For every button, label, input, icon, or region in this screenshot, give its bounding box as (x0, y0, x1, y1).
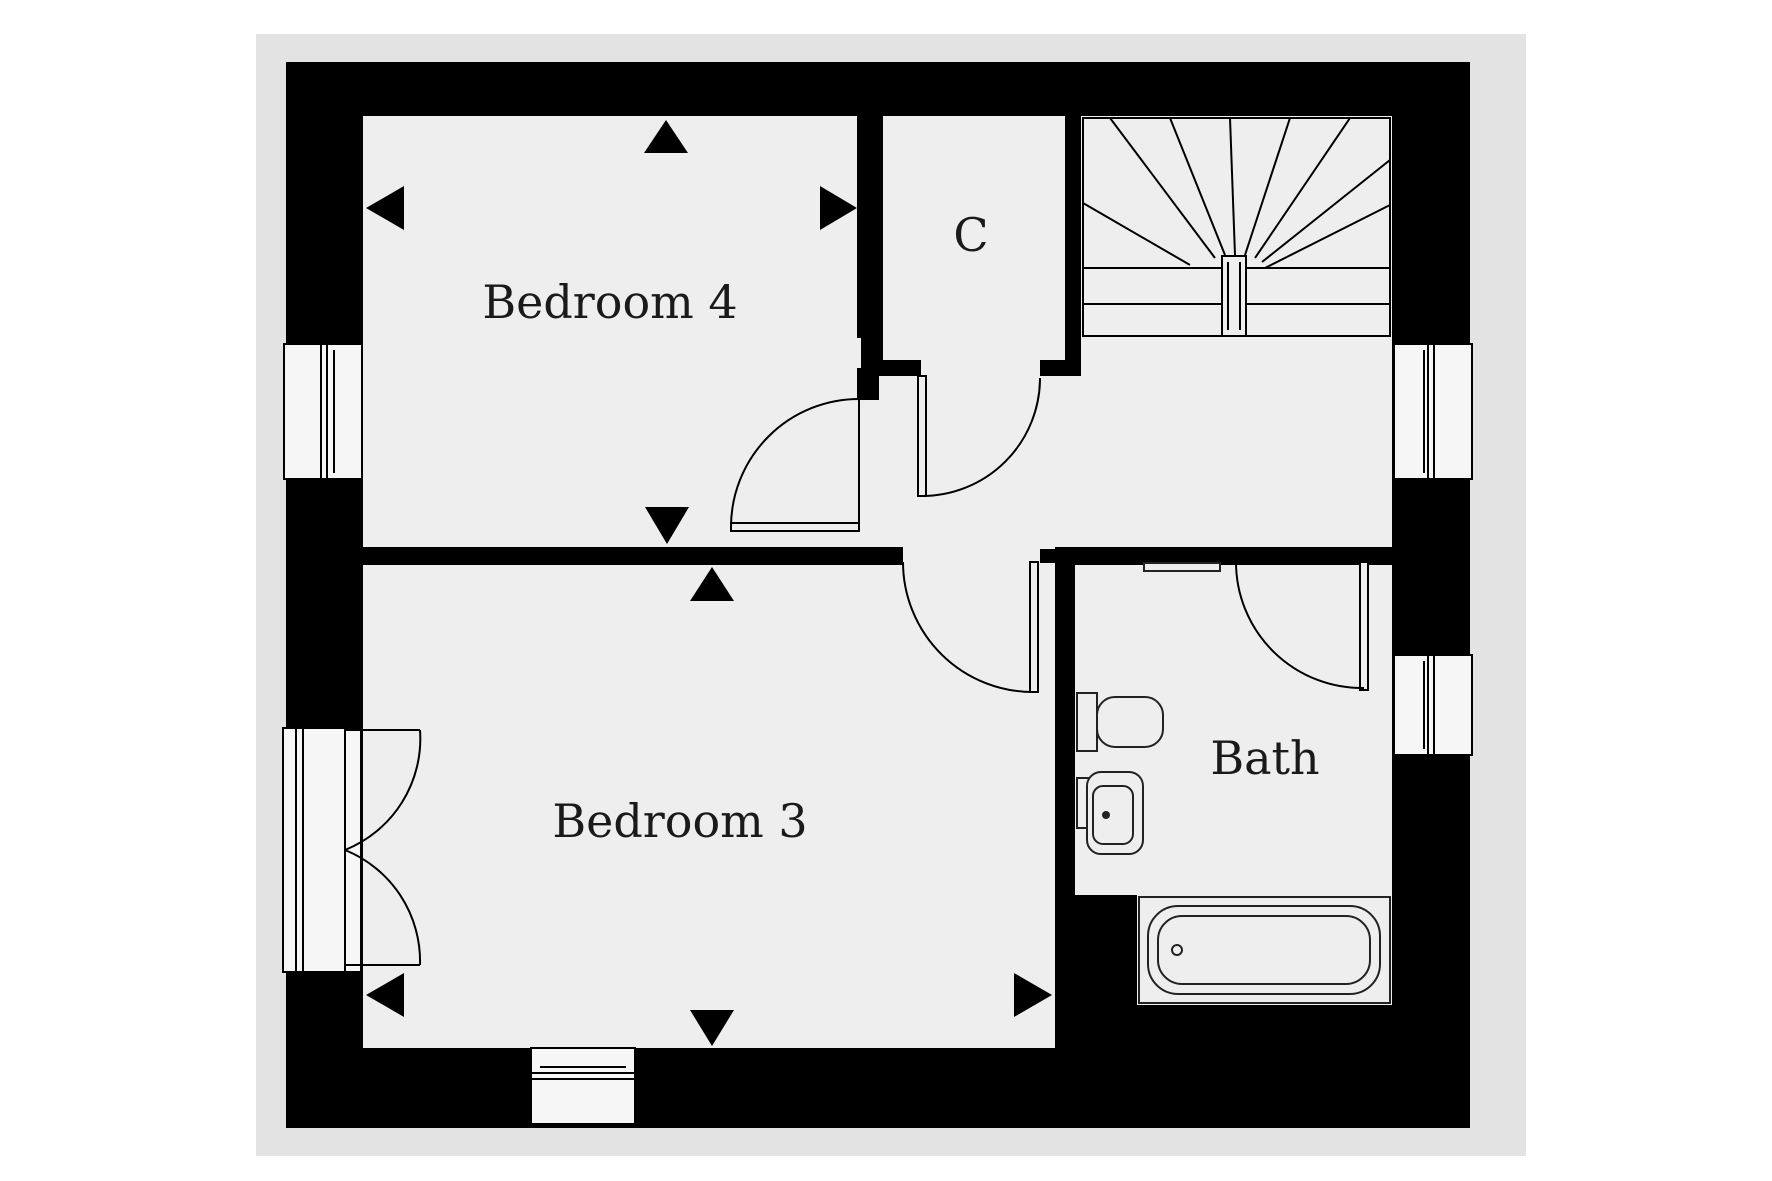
door-bedroom-3 (902, 561, 1039, 694)
door-cupboard-left (917, 375, 1041, 497)
bath-fixtures (1076, 562, 1391, 1004)
window-bedroom-3-bottom (530, 1047, 636, 1125)
room-label-cupboard: C (953, 208, 988, 262)
dim-arrow-bed3-right (1014, 973, 1052, 1017)
window-bedroom-4 (283, 343, 363, 480)
dim-arrow-bed3-left (366, 973, 404, 1017)
bedroom-4-floor (363, 116, 857, 547)
windows (282, 343, 1473, 1125)
dim-arrow-bed3-bottom (690, 1010, 734, 1046)
dim-arrow-bed4-right (820, 186, 857, 230)
wall-landing-bath-right (1365, 549, 1392, 563)
room-label-bath: Bath (1210, 731, 1319, 785)
toilet (1076, 692, 1164, 752)
room-label-bedroom-4: Bedroom 4 (482, 275, 737, 329)
radiator-bath (1143, 562, 1221, 572)
doors (730, 375, 1369, 694)
wall-cupboard-bottom-right (1040, 360, 1081, 376)
landing-floor (857, 338, 1392, 547)
bedroom-3-floor (363, 565, 1055, 1048)
dimension-markers (366, 120, 1052, 1046)
door-bedroom-4 (730, 398, 860, 532)
wall-cupboard-stair (1065, 116, 1081, 368)
french-window-bedroom-3 (282, 727, 362, 973)
dim-arrow-bed3-top (690, 567, 734, 601)
window-bath (1393, 654, 1473, 756)
room-label-bedroom-3: Bedroom 3 (552, 794, 807, 848)
window-landing (1393, 343, 1473, 480)
cupboard-floor (883, 116, 1065, 366)
wall-bed4-landing (857, 368, 879, 400)
dim-arrow-bed4-top (644, 120, 688, 153)
dim-arrow-bed4-bottom (645, 507, 689, 544)
bathtub (1138, 896, 1391, 1004)
french-door-swings (344, 729, 422, 966)
wall-bed4-bed3 (363, 547, 903, 565)
wall-bed4-cupboard (861, 116, 883, 368)
door-bath (1235, 561, 1369, 691)
wall-bath-bottom (1055, 895, 1137, 1048)
interior-walls (363, 116, 1392, 1048)
wall-landing-bath-left (1040, 549, 1086, 563)
basin (1076, 771, 1144, 855)
staircase (1082, 117, 1391, 337)
dim-arrow-bed4-left (366, 186, 404, 230)
